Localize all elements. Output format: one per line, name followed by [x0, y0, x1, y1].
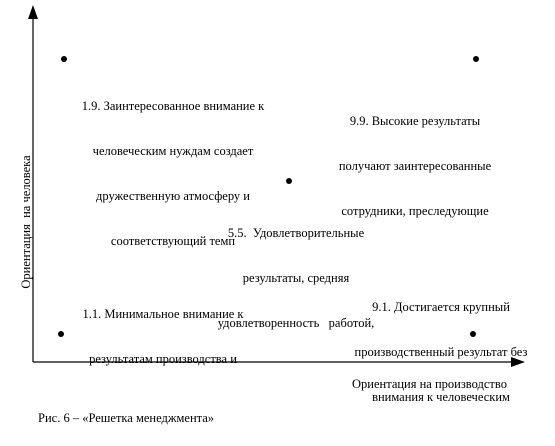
marker-9-9 — [473, 56, 479, 62]
cell-1-9-line: человеческим нуждам создает — [92, 144, 254, 158]
marker-1-1 — [58, 331, 64, 337]
cell-9-1-line: 9.1. Достигается крупный — [372, 300, 510, 314]
cell-5-5-line: результаты, средняя — [242, 271, 350, 285]
x-axis-arrowhead — [511, 357, 525, 367]
y-axis-label: Ориентация на человека — [19, 155, 33, 289]
cell-9-1-text: 9.1. Достигается крупный производственны… — [345, 270, 537, 420]
x-axis-label: Ориентация на производство — [352, 377, 507, 391]
cell-9-9-line: сотрудники, преследующие — [341, 204, 489, 218]
cell-5-5-text: 5.5. Удовлетворительные результаты, сред… — [196, 196, 396, 346]
cell-9-9-text: 9.9. Высокие результаты получают заинтер… — [325, 84, 505, 234]
y-axis-arrowhead — [28, 5, 38, 19]
cell-9-9-line: 9.9. Высокие результаты — [349, 114, 481, 128]
cell-9-1-line: производственный результат без — [354, 345, 528, 359]
cell-9-1-line: внимания к человеческим — [372, 390, 510, 404]
cell-1-9-text: 1.9. Заинтересованное внимание к человеч… — [68, 69, 278, 264]
cell-1-1-line: результатам производства и — [89, 352, 237, 366]
figure-caption: Рис. 6 – «Решетка менеджмента» — [38, 411, 215, 425]
cell-9-9-line: получают заинтересованные — [338, 159, 492, 173]
cell-1-1-line: 1.1. Минимальное внимание к — [82, 307, 244, 321]
cell-1-9-line: дружественную атмосферу и — [96, 189, 250, 203]
marker-9-1 — [470, 331, 476, 337]
marker-1-9 — [61, 56, 67, 62]
marker-5-5 — [286, 178, 292, 184]
cell-5-5-line: удовлетворенность работой, — [217, 316, 375, 330]
cell-1-9-line: соответствующий темп — [110, 234, 236, 248]
cell-1-9-line: 1.9. Заинтересованное внимание к — [81, 99, 265, 113]
cell-1-1-text: 1.1. Минимальное внимание к результатам … — [68, 277, 258, 382]
cell-5-5-line: 5.5. Удовлетворительные — [227, 226, 365, 240]
